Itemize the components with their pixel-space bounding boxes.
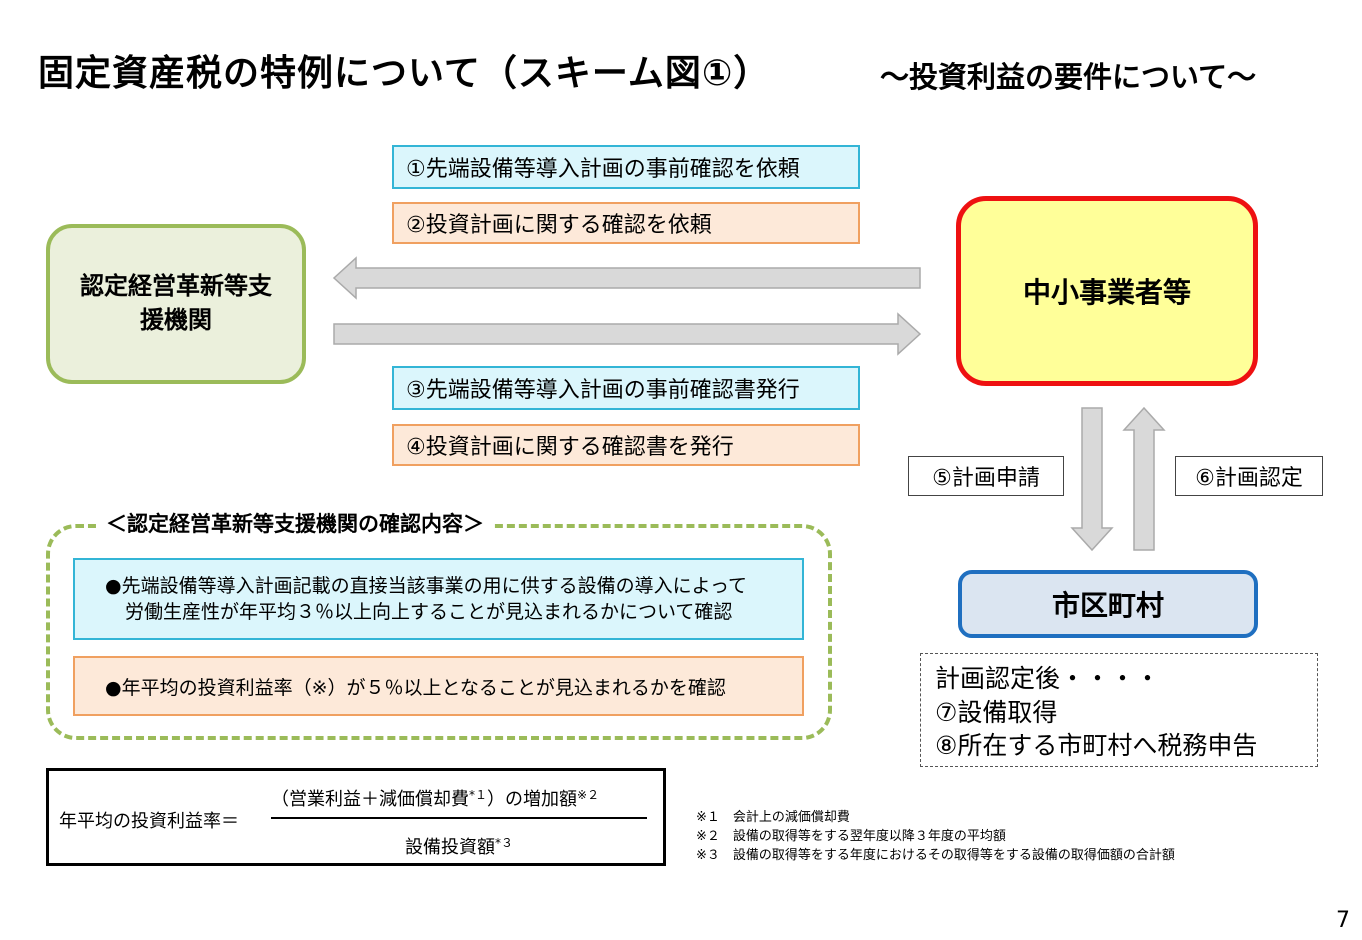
roi-formula: 年平均の投資利益率＝ （営業利益＋減価償却費*１）の増加額※２ 設備投資額*３	[46, 768, 666, 866]
node-municipality: 市区町村	[958, 570, 1258, 638]
formula-fraction-line	[271, 817, 647, 819]
note-2: ※２ 設備の取得等をする翌年度以降３年度の平均額	[696, 829, 1006, 844]
node-support-organization: 認定経営革新等支援機関	[46, 224, 306, 384]
page-number: 7	[1336, 908, 1350, 933]
arrow-right	[333, 312, 922, 356]
confirmation-item-2: ●年平均の投資利益率（※）が５％以上となることが見込まれるかを確認	[105, 677, 726, 699]
note-3: ※３ 設備の取得等をする年度におけるその取得等をする設備の取得価額の合計額	[696, 848, 1175, 863]
arrow-down	[1070, 407, 1114, 552]
sme-label: 中小事業者等	[1022, 276, 1191, 309]
step-5: ⑤計画申請	[908, 456, 1064, 496]
confirmation-item-1-line-1: ●先端設備等導入計画記載の直接当該事業の用に供する設備の導入によって	[105, 575, 748, 597]
formula-denominator-text: 設備投資額	[405, 837, 495, 858]
formula-denominator: 設備投資額*３	[405, 833, 513, 859]
step-1: ①先端設備等導入計画の事前確認を依頼	[392, 145, 860, 189]
confirmation-item-productivity: ●先端設備等導入計画記載の直接当該事業の用に供する設備の導入によって 労働生産性…	[73, 558, 804, 640]
step-4: ④投資計画に関する確認書を発行	[392, 424, 860, 466]
after-approval-line-1: 計画認定後・・・・	[935, 664, 1161, 693]
after-approval-line-3: ⑧所在する市町村へ税務申告	[935, 731, 1258, 760]
step-3: ③先端設備等導入計画の事前確認書発行	[392, 366, 860, 410]
formula-label: 年平均の投資利益率＝	[59, 811, 239, 832]
after-approval-box: 計画認定後・・・・ ⑦設備取得 ⑧所在する市町村へ税務申告	[920, 653, 1318, 767]
formula-numerator: （営業利益＋減価償却費*１）の増加額※２	[271, 785, 599, 811]
arrow-left	[332, 256, 921, 300]
note-1: ※１ 会計上の減価償却費	[696, 810, 850, 825]
confirmation-title: ＜認定経営革新等支援機関の確認内容＞	[98, 508, 492, 538]
node-sme: 中小事業者等	[956, 196, 1258, 386]
municipality-label: 市区町村	[1051, 589, 1164, 622]
page-title: 固定資産税の特例について（スキーム図①）	[38, 53, 771, 94]
step-6: ⑥計画認定	[1175, 456, 1323, 496]
formula-numerator-sup-2: ※２	[577, 788, 600, 802]
formula-numerator-tail: ）の増加額	[487, 789, 578, 810]
step-2: ②投資計画に関する確認を依頼	[392, 202, 860, 244]
support-organization-label: 認定経営革新等支援機関	[80, 272, 272, 334]
formula-numerator-text: （営業利益＋減価償却費	[271, 789, 469, 810]
page-subtitle: ～投資利益の要件について～	[880, 60, 1257, 94]
confirmation-item-roi: ●年平均の投資利益率（※）が５％以上となることが見込まれるかを確認	[73, 656, 804, 716]
after-approval-line-2: ⑦設備取得	[935, 697, 1058, 727]
formula-numerator-sup-1: *１	[469, 788, 488, 802]
formula-denominator-sup: *３	[495, 836, 514, 850]
confirmation-item-1-line-2: 労働生産性が年平均３％以上向上することが見込まれるかについて確認	[125, 600, 733, 623]
arrow-up	[1122, 406, 1166, 551]
